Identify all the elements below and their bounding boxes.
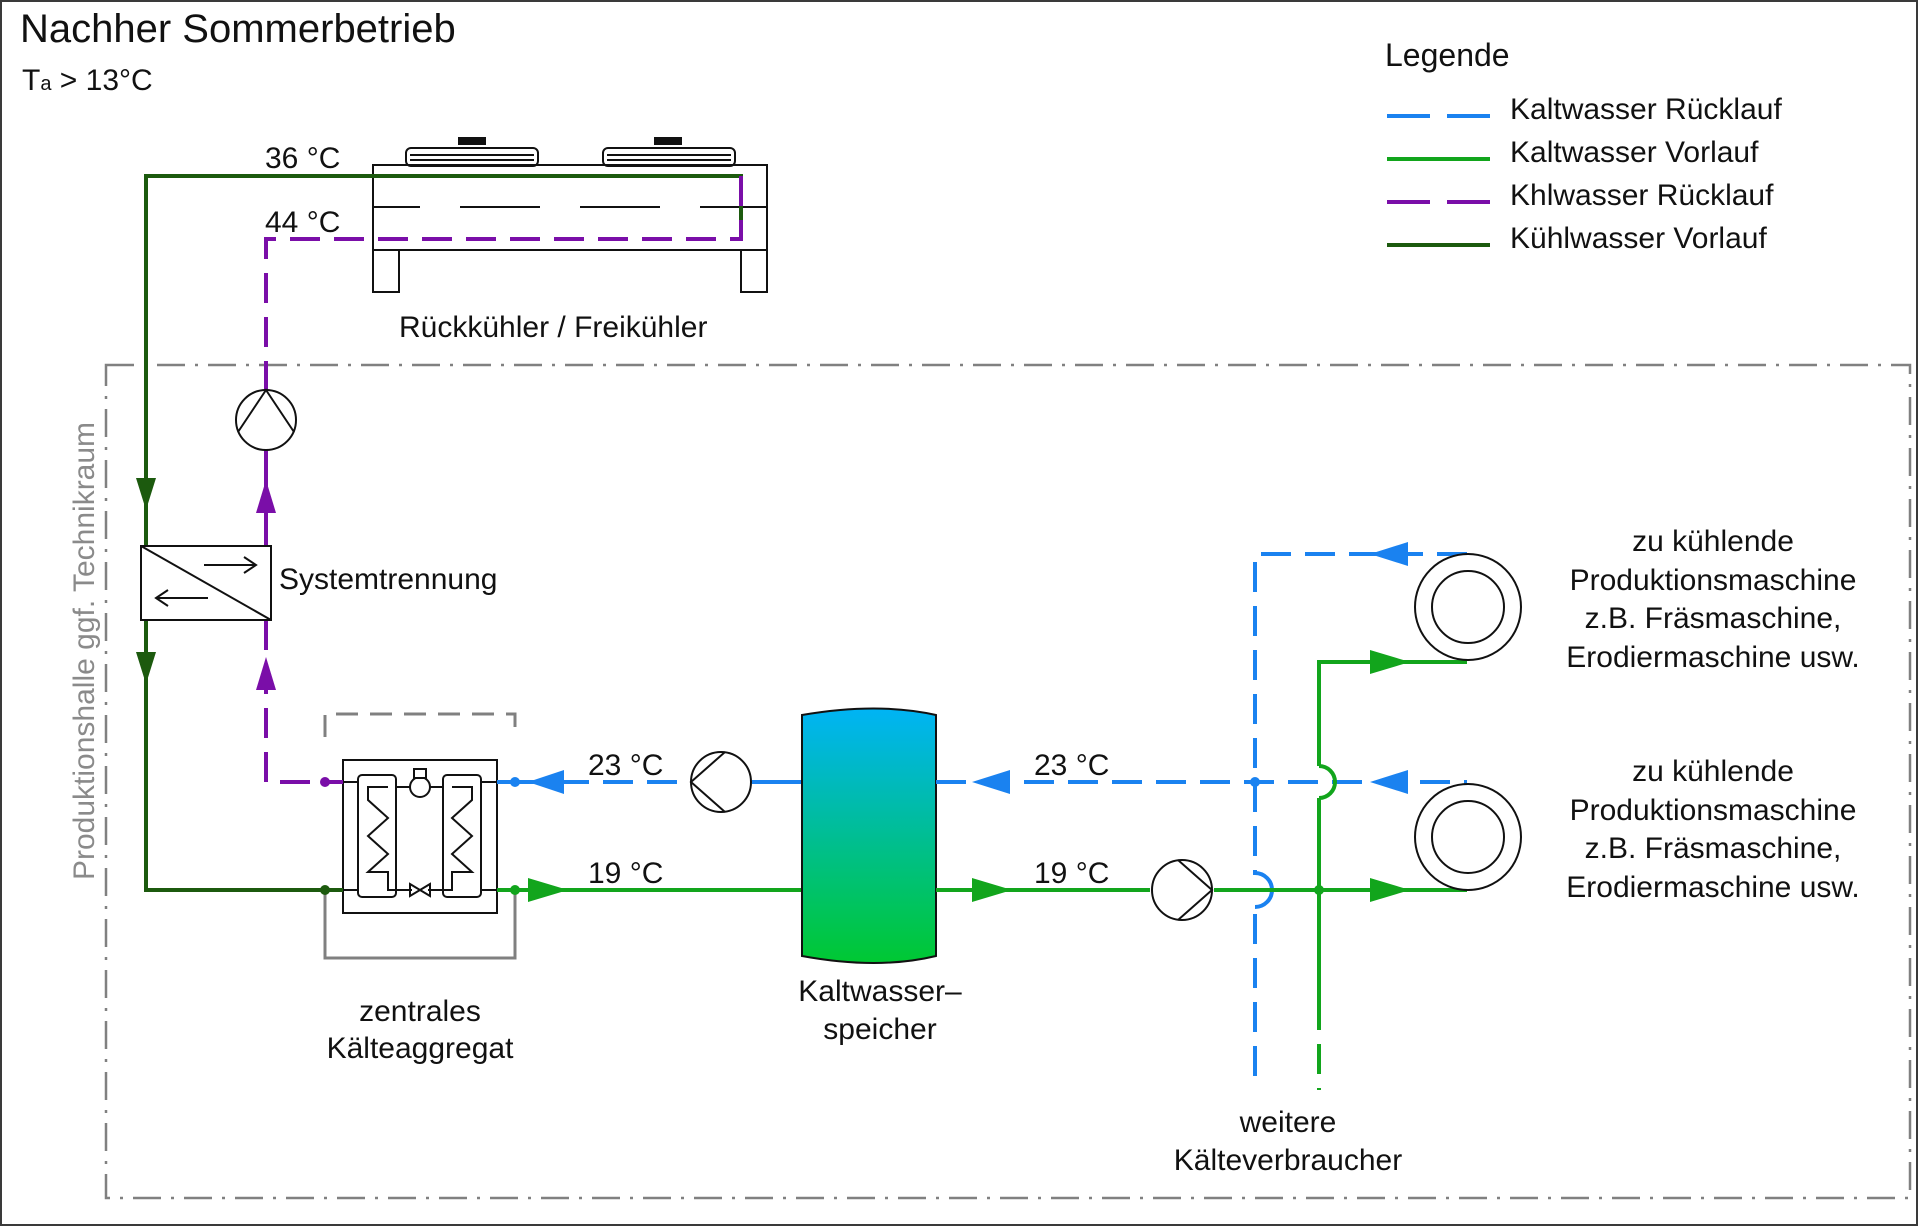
heat-exchanger-label: Systemtrennung — [279, 563, 497, 596]
other-consumers-line1: weitere — [1239, 1106, 1337, 1139]
legend-item-cooling-supply: Kühlwasser Vorlauf — [1387, 222, 1767, 255]
temp-cooling-return: 44 °C — [265, 206, 340, 239]
temp-cooling-supply: 36 °C — [265, 142, 340, 175]
flow-arrow-up — [256, 657, 276, 690]
svg-text:z.B. Fräsmaschine,: z.B. Fräsmaschine, — [1585, 602, 1842, 635]
temp-consumer-supply: 19 °C — [1034, 857, 1109, 890]
flow-arrow-left — [972, 770, 1010, 794]
tank-label-line2: speicher — [823, 1013, 936, 1046]
recooler-label: Rückkühler / Freikühler — [399, 311, 707, 344]
flow-arrow-right — [528, 878, 568, 902]
legend-item-cold-supply: Kaltwasser Vorlauf — [1387, 136, 1759, 169]
room-label: Produktionshalle ggf. Technikraum — [68, 422, 101, 880]
chiller — [320, 712, 520, 960]
legend-label: Kaltwasser Vorlauf — [1510, 136, 1759, 169]
svg-text:zu kühlende: zu kühlende — [1632, 525, 1794, 558]
flow-arrow-up — [256, 480, 276, 513]
flow-arrow-left — [528, 770, 564, 794]
recooler — [372, 137, 768, 293]
legend-item-cold-return: Kaltwasser Rücklauf — [1387, 93, 1782, 126]
flow-arrow-down — [136, 652, 156, 684]
recooler-leg — [372, 249, 400, 293]
recooler-leg — [740, 249, 768, 293]
pipe-crossover — [1318, 764, 1337, 800]
flow-arrow-down — [136, 478, 156, 510]
chiller-label-line2: Kälteaggregat — [327, 1032, 514, 1065]
flow-arrow-left — [1370, 542, 1408, 566]
machine-icon — [1414, 783, 1522, 891]
other-consumers-line2: Kälteverbraucher — [1174, 1144, 1402, 1177]
svg-text:z.B. Fräsmaschine,: z.B. Fräsmaschine, — [1585, 832, 1842, 865]
tank-label-line1: Kaltwasser– — [798, 975, 962, 1008]
ambient-condition: Ta > 13°C — [22, 64, 153, 97]
flow-arrow-right — [1370, 650, 1410, 674]
fan-motor — [458, 137, 486, 145]
junction-dot — [1314, 885, 1324, 895]
pump-icon — [689, 751, 752, 813]
svg-text:Erodiermaschine usw.: Erodiermaschine usw. — [1566, 871, 1859, 904]
flow-arrow-left — [1370, 770, 1408, 794]
legend: Legende Kaltwasser Rücklauf Kaltwasser V… — [1385, 37, 1782, 255]
svg-text:Erodiermaschine usw.: Erodiermaschine usw. — [1566, 641, 1859, 674]
flow-arrow-right — [972, 878, 1012, 902]
fan-housing — [405, 147, 539, 167]
svg-text:Produktionsmaschine: Produktionsmaschine — [1570, 564, 1857, 597]
temp-chiller-return: 23 °C — [588, 749, 663, 782]
legend-label: Kühlwasser Vorlauf — [1510, 222, 1767, 255]
fan-housing — [602, 147, 736, 167]
machine1-label: zu kühlende Produktionsmaschine z.B. Frä… — [1566, 525, 1859, 674]
legend-title: Legende — [1385, 37, 1510, 73]
diagram-title: Nachher Sommerbetrieb — [20, 7, 456, 51]
svg-text:zu kühlende: zu kühlende — [1632, 755, 1794, 788]
machine-icon — [1414, 553, 1522, 661]
cooling-return-pipe — [264, 176, 743, 395]
temp-consumer-return: 23 °C — [1034, 749, 1109, 782]
fan-motor — [654, 137, 682, 145]
pump-icon — [1151, 859, 1214, 921]
svg-text:Produktionsmaschine: Produktionsmaschine — [1570, 794, 1857, 827]
flow-arrow-right — [1370, 878, 1410, 902]
room-boundary — [104, 363, 1912, 1200]
temp-chiller-supply: 19 °C — [588, 857, 663, 890]
chiller-label-line1: zentrales — [359, 995, 481, 1028]
legend-item-cooling-return: Khlwasser Rücklauf — [1387, 179, 1774, 212]
junction-dot — [1250, 777, 1260, 787]
legend-label: Kaltwasser Rücklauf — [1510, 93, 1782, 126]
cold-water-tank — [801, 707, 937, 964]
machine2-label: zu kühlende Produktionsmaschine z.B. Frä… — [1566, 755, 1859, 904]
heat-exchanger-icon — [140, 545, 272, 621]
cold-supply-riser — [1317, 660, 1467, 766]
legend-label: Khlwasser Rücklauf — [1510, 179, 1774, 212]
pump-icon — [235, 388, 297, 451]
